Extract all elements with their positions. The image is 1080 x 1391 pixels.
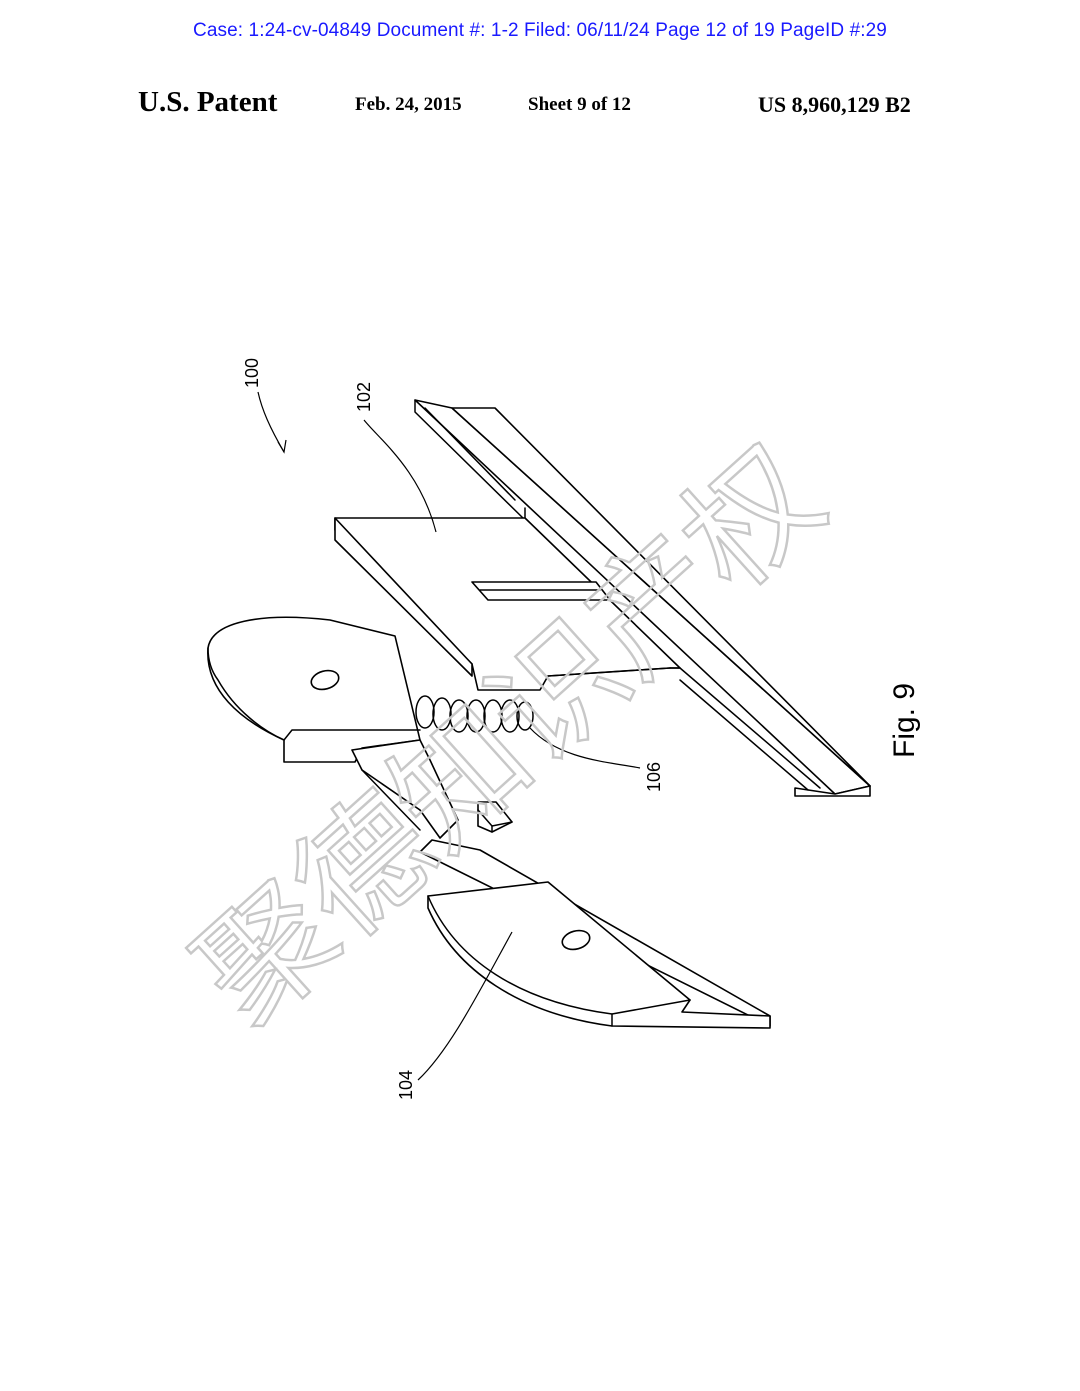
spring-106 bbox=[415, 695, 534, 733]
figure-label: Fig. 9 bbox=[888, 683, 921, 758]
ref-numeral-106: 106 bbox=[644, 762, 664, 792]
ref-numeral-100: 100 bbox=[242, 358, 262, 388]
leader-104 bbox=[417, 931, 513, 1081]
patent-number: US 8,960,129 B2 bbox=[758, 92, 911, 117]
case-filing-header: Case: 1:24-cv-04849 Document #: 1-2 File… bbox=[193, 20, 887, 41]
patent-title: U.S. Patent bbox=[138, 86, 278, 118]
ref-numeral-102: 102 bbox=[354, 382, 374, 412]
patent-date: Feb. 24, 2015 bbox=[355, 94, 462, 115]
leader-102 bbox=[363, 419, 437, 533]
leader-106 bbox=[529, 727, 641, 769]
sheet-number: Sheet 9 of 12 bbox=[528, 94, 631, 115]
upper-part-102 bbox=[334, 399, 871, 797]
leader-100 bbox=[257, 391, 285, 453]
lower-part-104 bbox=[207, 616, 771, 1029]
patent-header: U.S. Patent Feb. 24, 2015 Sheet 9 of 12 … bbox=[0, 86, 1080, 126]
ref-numeral-104: 104 bbox=[396, 1070, 416, 1100]
arrowhead-100 bbox=[277, 439, 287, 454]
